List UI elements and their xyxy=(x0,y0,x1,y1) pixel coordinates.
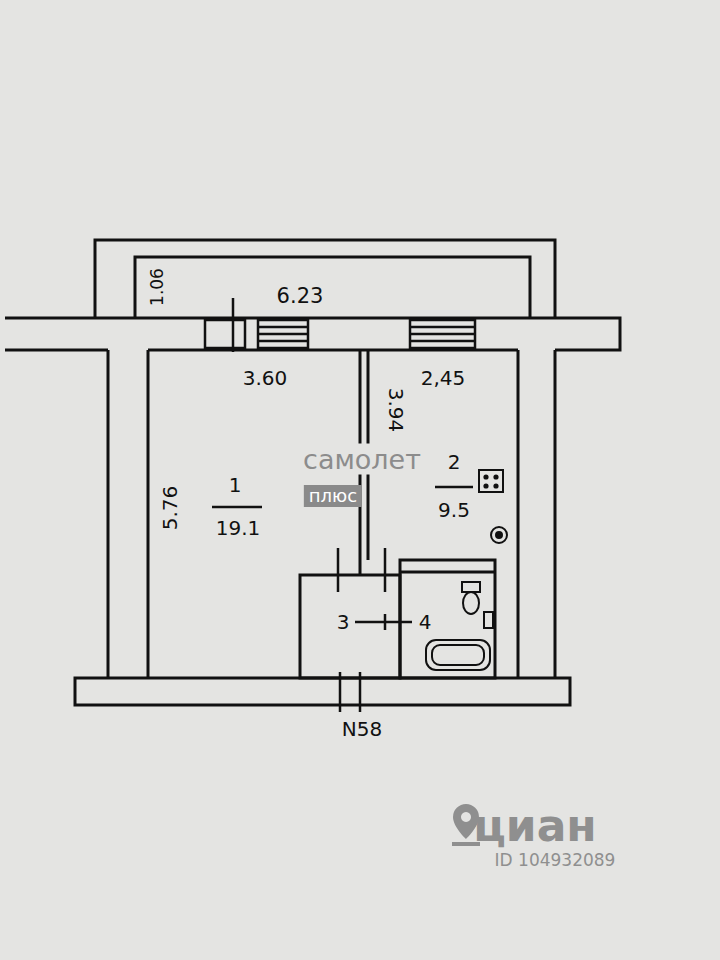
bottom-wall xyxy=(75,678,570,705)
dimension: 5.76 xyxy=(160,486,180,531)
window-hatch xyxy=(410,327,475,341)
stove-symbol xyxy=(479,470,503,492)
bathtub-inner xyxy=(432,645,484,665)
windows xyxy=(205,320,475,348)
burner xyxy=(494,475,497,478)
dimension: 3.94 xyxy=(386,388,406,433)
walls xyxy=(5,240,620,705)
room-number: 2 xyxy=(448,452,461,472)
room-number: 3 xyxy=(337,612,350,632)
burner xyxy=(484,484,487,487)
room-area: 4 xyxy=(400,572,495,678)
apartment-number: N58 xyxy=(342,719,382,739)
balcony-inner xyxy=(135,257,530,318)
window xyxy=(410,320,475,348)
room-area-value: 19.1 xyxy=(216,518,261,538)
bath-wall xyxy=(400,571,495,574)
burner xyxy=(494,484,497,487)
dimension: 6.23 xyxy=(277,286,324,307)
balcony-outer xyxy=(95,240,555,318)
washbasin-symbol xyxy=(484,612,493,628)
bath-outline xyxy=(400,560,495,678)
dimension: 3.60 xyxy=(243,368,288,388)
leader-line xyxy=(355,614,412,630)
room-area: 3 xyxy=(300,575,400,678)
window-hatch xyxy=(258,327,308,341)
room-number: 1 xyxy=(229,475,242,495)
sink-symbol xyxy=(491,527,507,543)
sink-drain xyxy=(496,532,502,538)
bathtub-symbol xyxy=(426,640,490,670)
room-number: 4 xyxy=(419,612,432,632)
fraction-line xyxy=(435,486,473,489)
fraction-line xyxy=(212,506,262,509)
exterior-wall xyxy=(5,318,620,350)
leader-lines xyxy=(212,298,473,712)
room-area-value: 9.5 xyxy=(438,500,470,520)
door-tick xyxy=(340,672,360,712)
toilet-bowl xyxy=(463,592,479,614)
dimension-tick xyxy=(232,298,235,352)
watermark: самолет xyxy=(298,444,426,475)
watermark: плюс xyxy=(304,485,362,507)
window xyxy=(258,320,308,348)
fixtures xyxy=(426,470,507,670)
door-tick xyxy=(338,548,385,592)
burner xyxy=(484,475,487,478)
dimension: 2,45 xyxy=(421,368,466,388)
watermark: циан xyxy=(473,804,597,848)
left-wall xyxy=(108,350,148,678)
right-wall xyxy=(518,350,555,678)
watermark: ID 104932089 xyxy=(495,852,616,869)
dimension: 1.06 xyxy=(149,268,166,306)
toilet-tank xyxy=(462,582,480,592)
window xyxy=(205,320,245,348)
